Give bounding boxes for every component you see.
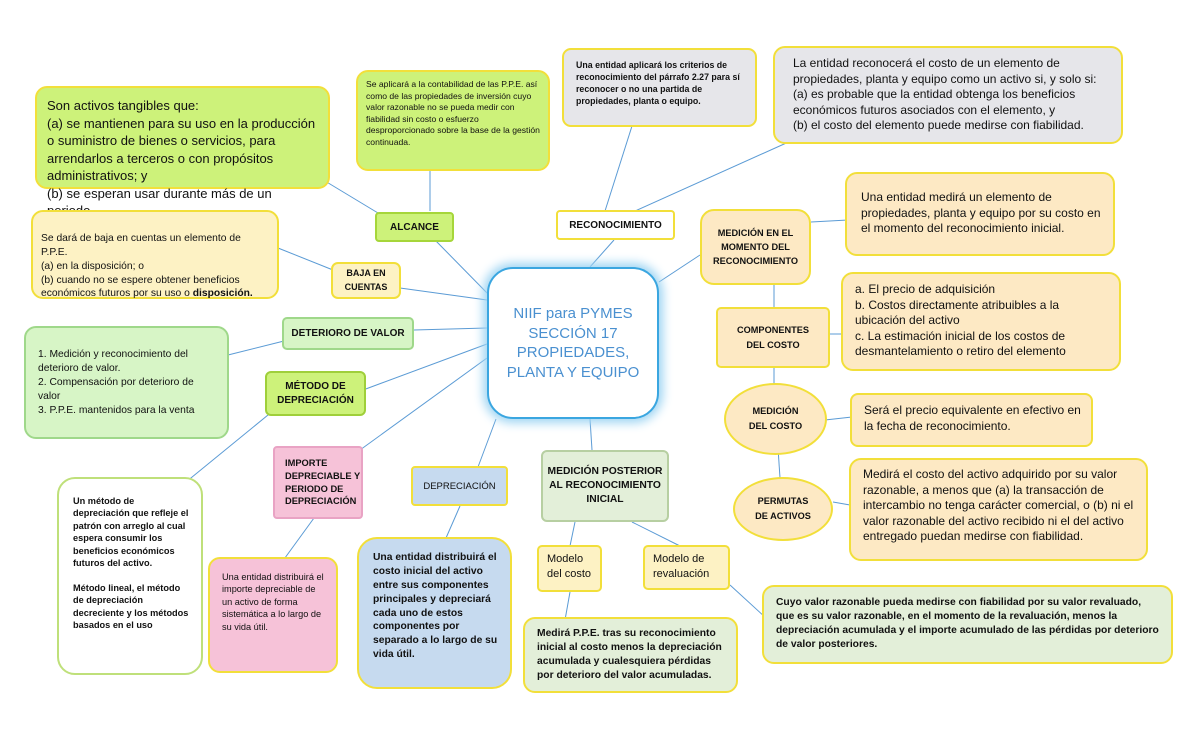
branch-depreciacion: DEPRECIACIÓN: [411, 466, 508, 506]
link-center-reconocimiento: [589, 239, 615, 268]
note-baja-text: Se dará de baja en cuentas un elemento d…: [41, 232, 241, 300]
branch-baja-en-cuentas: BAJA EN CUENTAS: [331, 262, 401, 299]
link-medicionpost-reval: [631, 521, 681, 547]
link-center-medicionpost: [589, 418, 593, 451]
note-activos-tangibles: Son activos tangibles que: (a) se mantie…: [35, 86, 330, 218]
note-modelo-revaluacion: Cuyo valor razonable pueda medirse con f…: [762, 585, 1173, 664]
link-center-baja: [399, 287, 488, 301]
note-criterios: Una entidad aplicará los criterios de re…: [562, 48, 757, 127]
branch-componentes-costo: COMPONENTES DEL COSTO: [716, 307, 830, 368]
link-medicionmomento-medira: [810, 219, 849, 223]
note-reconocera: La entidad reconocerá el costo de un ele…: [773, 46, 1123, 144]
link-center-alcance: [434, 239, 491, 297]
link-center-depreciacion: [477, 418, 497, 468]
note-baja: Se dará de baja en cuentas un elemento d…: [31, 210, 279, 299]
branch-metodo-depreciacion: MÉTODO DE DEPRECIACIÓN: [265, 371, 366, 416]
note-baja-bold: disposición.: [192, 288, 253, 300]
branch-medicion-momento: MEDICIÓN EN EL MOMENTO DEL RECONOCIMIENT…: [700, 209, 811, 285]
link-reconocimiento-reconocera: [634, 139, 794, 212]
note-modelo-costo: Medirá P.P.E. tras su reconocimiento ini…: [523, 617, 738, 693]
note-aplicara: Se aplicará a la contabilidad de las P.P…: [356, 70, 550, 171]
link-medicionpost-costo: [569, 521, 576, 547]
link-center-importe: [359, 357, 488, 451]
branch-modelo-costo: Modelo del costo: [537, 545, 602, 592]
link-center-metodo: [362, 343, 488, 391]
link-baja-text: [277, 247, 334, 271]
branch-importe-depreciable: IMPORTE DEPRECIABLE Y PERIODO DE DEPRECI…: [273, 446, 363, 519]
link-alcance-tangibles: [319, 177, 379, 214]
link-metodo-text: [185, 414, 269, 483]
note-deterioro-list: 1. Medición y reconocimiento del deterio…: [24, 326, 229, 439]
note-precio-equivalente: Será el precio equivalente en efectivo e…: [850, 393, 1093, 447]
link-medicioncosto-text: [824, 416, 853, 421]
branch-medicion-costo: MEDICIÓN DEL COSTO: [724, 383, 827, 455]
link-center-medicionmomento: [658, 254, 701, 283]
note-medira: Una entidad medirá un elemento de propie…: [845, 172, 1115, 256]
link-reval-text: [729, 584, 767, 619]
link-center-deterioro: [413, 327, 488, 331]
note-metodo: Un método de depreciación que refleje el…: [57, 477, 203, 675]
link-depreciacion-text: [445, 505, 461, 539]
link-permutas-text: [832, 501, 851, 506]
link-reconocimiento-criterios: [604, 125, 633, 212]
link-importe-text: [281, 517, 315, 563]
link-deterioro-list: [227, 340, 285, 356]
branch-deterioro: DETERIORO DE VALOR: [282, 317, 414, 350]
branch-alcance: ALCANCE: [375, 212, 454, 242]
note-importe: Una entidad distribuirá el importe depre…: [208, 557, 338, 673]
branch-reconocimiento: RECONOCIMIENTO: [556, 210, 675, 240]
branch-medicion-posterior: MEDICIÓN POSTERIOR AL RECONOCIMIENTO INI…: [541, 450, 669, 522]
link-costo-text: [564, 591, 571, 621]
branch-modelo-revaluacion: Modelo de revaluación: [643, 545, 730, 590]
note-permutas: Medirá el costo del activo adquirido por…: [849, 458, 1148, 561]
note-depreciacion: Una entidad distribuirá el costo inicial…: [357, 537, 512, 689]
branch-permutas: PERMUTAS DE ACTIVOS: [733, 477, 833, 541]
note-componentes-list: a. El precio de adquisición b. Costos di…: [841, 272, 1121, 371]
central-topic: NIIF para PYMES SECCIÓN 17 PROPIEDADES, …: [487, 267, 659, 419]
